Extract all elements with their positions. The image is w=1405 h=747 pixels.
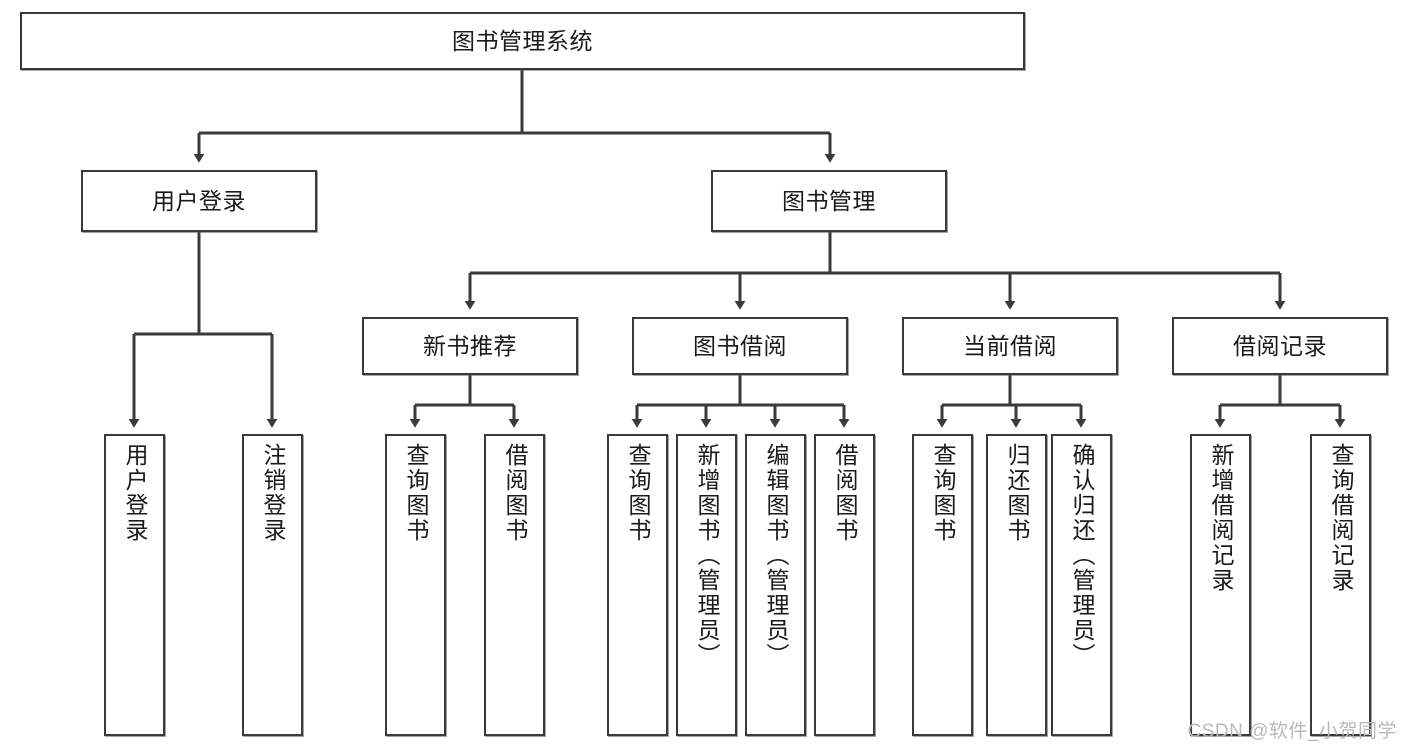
node-leaf-logout[interactable]: 注销登录: [242, 434, 303, 736]
node-leaf-add-book[interactable]: 新增图书（管理员）: [676, 434, 737, 736]
node-leaf-return-book[interactable]: 归还图书: [986, 434, 1047, 736]
csdn-watermark: CSDN @软件_小贺同学: [1187, 721, 1397, 742]
node-book-management[interactable]: 图书管理: [711, 170, 947, 232]
node-leaf-query-borrow-record-label: 查询借阅记录: [1328, 443, 1354, 593]
node-leaf-add-borrow-record-label: 新增借阅记录: [1208, 443, 1234, 593]
node-leaf-confirm-return[interactable]: 确认归还（管理员）: [1051, 434, 1112, 736]
node-leaf-logout-label: 注销登录: [260, 443, 286, 543]
node-leaf-borrow-book-recommend[interactable]: 借阅图书: [484, 434, 545, 736]
node-current-borrow[interactable]: 当前借阅: [902, 317, 1118, 375]
node-book-management-label: 图书管理: [782, 187, 876, 214]
node-leaf-query-borrow-record[interactable]: 查询借阅记录: [1310, 434, 1371, 736]
node-root-label: 图书管理系统: [452, 27, 593, 54]
node-book-borrow-label: 图书借阅: [693, 332, 787, 359]
node-leaf-return-book-label: 归还图书: [1004, 443, 1030, 543]
node-leaf-borrow-book-recommend-label: 借阅图书: [502, 443, 528, 543]
node-leaf-user-login[interactable]: 用户登录: [104, 434, 165, 736]
node-leaf-user-login-label: 用户登录: [122, 443, 148, 543]
node-leaf-add-borrow-record[interactable]: 新增借阅记录: [1190, 434, 1251, 736]
node-leaf-query-book-borrow-label: 查询图书: [625, 443, 651, 543]
node-leaf-edit-book[interactable]: 编辑图书（管理员）: [745, 434, 806, 736]
node-leaf-query-book-current[interactable]: 查询图书: [912, 434, 973, 736]
node-leaf-query-book-current-label: 查询图书: [930, 443, 956, 543]
node-user-login-label: 用户登录: [152, 187, 246, 214]
node-borrow-record[interactable]: 借阅记录: [1172, 317, 1388, 375]
node-leaf-confirm-return-label: 确认归还（管理员）: [1069, 443, 1095, 668]
node-user-login[interactable]: 用户登录: [81, 170, 317, 232]
node-leaf-query-book-recommend-label: 查询图书: [403, 443, 429, 543]
node-borrow-record-label: 借阅记录: [1233, 332, 1327, 359]
node-leaf-borrow-book-label: 借阅图书: [832, 443, 858, 543]
node-leaf-query-book-recommend[interactable]: 查询图书: [385, 434, 446, 736]
node-leaf-add-book-label: 新增图书（管理员）: [694, 443, 720, 668]
node-current-borrow-label: 当前借阅: [963, 332, 1057, 359]
node-leaf-borrow-book[interactable]: 借阅图书: [814, 434, 875, 736]
node-root[interactable]: 图书管理系统: [20, 12, 1025, 70]
node-new-book-recommend-label: 新书推荐: [423, 332, 517, 359]
node-leaf-query-book-borrow[interactable]: 查询图书: [607, 434, 668, 736]
node-new-book-recommend[interactable]: 新书推荐: [362, 317, 578, 375]
node-leaf-edit-book-label: 编辑图书（管理员）: [763, 443, 789, 668]
node-book-borrow[interactable]: 图书借阅: [632, 317, 848, 375]
